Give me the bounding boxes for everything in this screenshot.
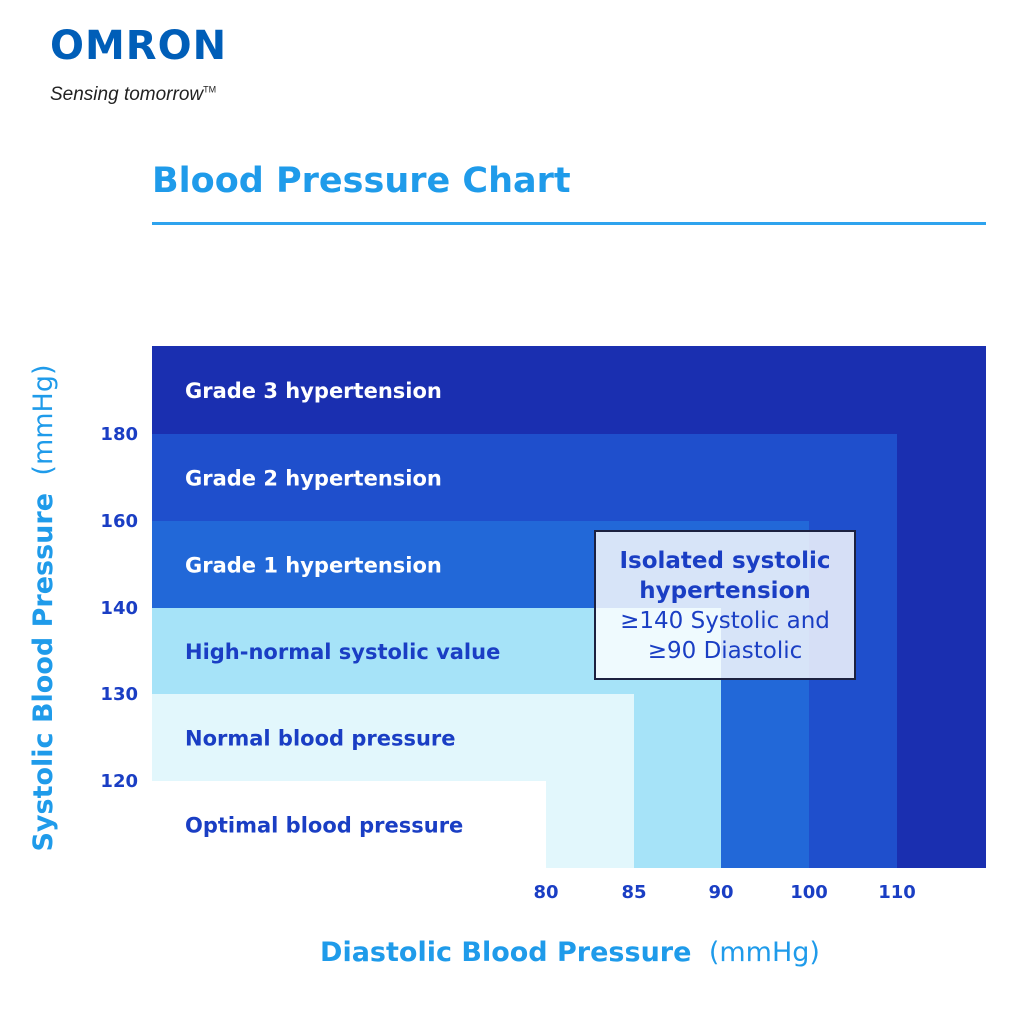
callout-text-line1: ≥140 Systolic and — [620, 608, 830, 634]
callout-title-line2: hypertension — [639, 578, 811, 604]
band-label: Grade 1 hypertension — [185, 554, 442, 578]
brand-tagline: Sensing tomorrowTM — [50, 84, 216, 106]
x-axis-title: Diastolic Blood Pressure (mmHg) — [320, 937, 820, 968]
y-tick-label: 130 — [100, 684, 138, 705]
omron-logo: OMRON — [50, 23, 228, 69]
x-tick-label: 100 — [790, 882, 828, 903]
chart-title: Blood Pressure Chart — [152, 161, 571, 201]
y-tick-label: 140 — [100, 598, 138, 619]
ticks-layer: 120 130 140 160 180 80 85 90 100 110 — [100, 424, 915, 903]
y-tick-label: 120 — [100, 771, 138, 792]
x-tick-label: 85 — [621, 882, 646, 903]
y-tick-label: 180 — [100, 424, 138, 445]
title-divider — [152, 222, 986, 225]
y-axis-unit: (mmHg) — [28, 364, 59, 475]
y-tick-label: 160 — [100, 511, 138, 532]
isolated-systolic-callout: Isolated systolic hypertension ≥140 Syst… — [594, 530, 856, 680]
tagline-text: Sensing tomorrow — [50, 84, 204, 105]
callout-title-line1: Isolated systolic — [619, 548, 831, 574]
bands-layer — [152, 346, 986, 868]
x-axis-unit: (mmHg) — [709, 937, 820, 968]
x-tick-label: 110 — [878, 882, 916, 903]
y-axis-title: Systolic Blood Pressure (mmHg) — [28, 364, 59, 851]
band-label: Optimal blood pressure — [185, 814, 463, 838]
x-tick-label: 90 — [708, 882, 733, 903]
trademark-mark: TM — [203, 84, 217, 95]
x-axis-title-main: Diastolic Blood Pressure — [320, 937, 691, 968]
band-label: Grade 2 hypertension — [185, 467, 442, 491]
x-tick-label: 80 — [533, 882, 558, 903]
callout-text-line2: ≥90 Diastolic — [647, 638, 803, 664]
band-label: High-normal systolic value — [185, 640, 500, 664]
band-label: Normal blood pressure — [185, 727, 456, 751]
band-optimal-blood-pressure — [152, 781, 546, 868]
band-label: Grade 3 hypertension — [185, 379, 442, 403]
y-axis-title-main: Systolic Blood Pressure — [28, 493, 59, 852]
